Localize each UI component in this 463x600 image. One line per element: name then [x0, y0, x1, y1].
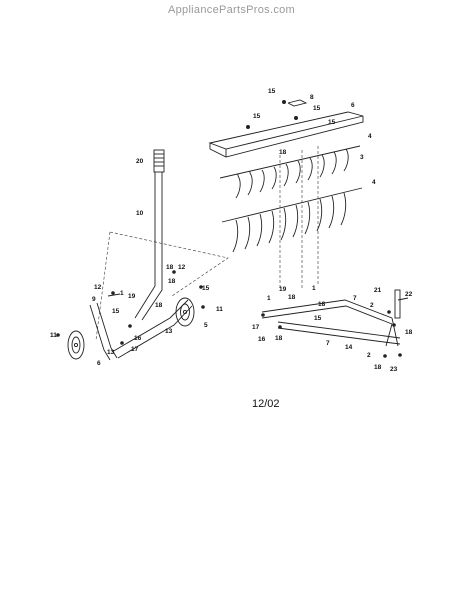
- hardware: [56, 100, 402, 358]
- callout: 15: [253, 113, 261, 120]
- callout: 4: [368, 133, 372, 140]
- site-watermark: AppliancePartsPros.com: [167, 4, 296, 16]
- callout: 16: [134, 335, 142, 342]
- callout: 5: [204, 322, 208, 329]
- callout: 15: [314, 315, 322, 322]
- callout: 9: [92, 296, 96, 303]
- callout: 21: [374, 287, 382, 294]
- callout: 13: [107, 349, 115, 356]
- callout: 18: [155, 302, 163, 309]
- callout: 17: [252, 324, 260, 331]
- callout: 20: [136, 158, 144, 165]
- callout: 18: [168, 278, 176, 285]
- callout-labels: 15 8 15 6 15 15 4 3 18 20 4 10 18 12 15 …: [50, 88, 413, 373]
- callout: 15: [202, 285, 210, 292]
- callout: 1: [267, 295, 271, 302]
- callout: 18: [275, 335, 283, 342]
- callout: 12: [94, 284, 102, 291]
- right-wheel: [175, 297, 195, 327]
- callout: 12: [178, 264, 186, 271]
- callout: 18: [318, 301, 326, 308]
- callout: 1: [120, 290, 124, 297]
- left-cart-frame: [89, 293, 193, 361]
- callout: 7: [326, 340, 330, 347]
- callout: 17: [131, 346, 139, 353]
- leader-lines: [95, 146, 319, 341]
- date-code: 12/02: [252, 398, 280, 410]
- callout: 6: [351, 102, 355, 109]
- top-frame: [208, 99, 364, 158]
- callout: 18: [166, 264, 174, 271]
- callout: 11: [50, 332, 57, 339]
- callout: 3: [360, 154, 364, 161]
- callout: 2: [370, 302, 374, 309]
- callout: 15: [112, 308, 120, 315]
- callout: 18: [405, 329, 413, 336]
- callout: 13: [165, 328, 173, 335]
- lower-frame: [261, 289, 409, 347]
- callout: 1: [312, 285, 316, 292]
- handle: [134, 149, 165, 321]
- callout: 23: [390, 366, 398, 373]
- callout: 2: [367, 352, 371, 359]
- tines-lower: [221, 187, 363, 253]
- callout: 15: [328, 119, 336, 126]
- callout: 18: [279, 149, 287, 156]
- callout: 6: [97, 360, 101, 367]
- callout: 19: [279, 286, 287, 293]
- callout: 15: [268, 88, 276, 95]
- callout: 16: [258, 336, 266, 343]
- callout: 4: [372, 179, 376, 186]
- callout: 19: [128, 293, 136, 300]
- callout: 18: [288, 294, 296, 301]
- left-wheel: [67, 330, 85, 360]
- tines-upper: [219, 145, 361, 199]
- callout: 8: [310, 94, 314, 101]
- callout: 14: [345, 344, 353, 351]
- callout: 10: [136, 210, 144, 217]
- callout: 7: [353, 295, 357, 302]
- callout: 22: [405, 291, 413, 298]
- callout: 18: [374, 364, 382, 371]
- callout: 15: [313, 105, 321, 112]
- callout: 11: [216, 306, 223, 313]
